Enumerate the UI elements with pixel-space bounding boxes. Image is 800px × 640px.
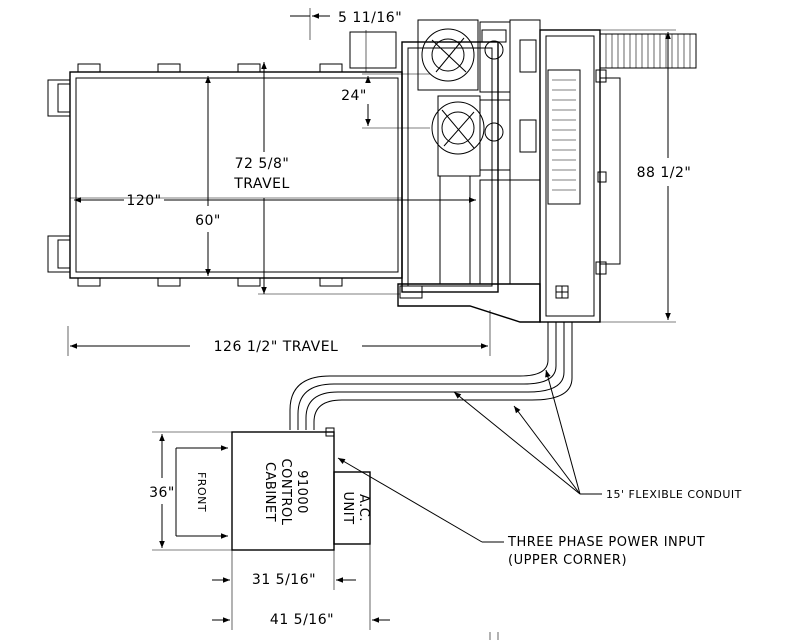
- y-travel-dimension: [258, 62, 400, 295]
- conveyor-assembly: [539, 29, 697, 323]
- flexible-conduit: [289, 322, 573, 430]
- cabinet-depth-label: 36": [149, 485, 175, 501]
- table-length-label: 120": [126, 193, 161, 209]
- cabinet-depth-dimension: [152, 431, 232, 551]
- offset-dimension: [290, 8, 367, 72]
- cabinet-label-line2: CONTROL: [278, 459, 293, 526]
- y-travel-value: 72 5/8": [235, 156, 290, 172]
- overall-cabinet-width-dimension: [212, 544, 390, 630]
- gantry-assembly: [349, 19, 541, 323]
- spacing-dimension: [362, 73, 430, 129]
- overall-cabinet-width-label: 41 5/16": [270, 612, 334, 628]
- power-label-line1: THREE PHASE POWER INPUT: [507, 535, 705, 550]
- cabinet-width-label: 31 5/16": [252, 572, 316, 588]
- power-callout-leader: [337, 457, 504, 543]
- ac-unit-label-line2: UNIT: [340, 491, 355, 524]
- cabinet-label-line1: 91000: [294, 470, 309, 514]
- front-label: FRONT: [195, 472, 208, 512]
- x-travel-label: 126 1/2" TRAVEL: [214, 339, 339, 355]
- ac-unit: [333, 471, 371, 545]
- cabinet-label-line3: CABINET: [262, 462, 277, 522]
- conduit-label: 15' FLEXIBLE CONDUIT: [606, 488, 742, 501]
- spacing-dimension-label: 24": [341, 88, 367, 104]
- power-label-line2: (UPPER CORNER): [508, 553, 627, 568]
- cabinet-width-dimension: [212, 550, 356, 630]
- x-travel-dimension: [67, 310, 491, 356]
- overall-depth-label: 88 1/2": [637, 165, 692, 181]
- y-travel-word: TRAVEL: [233, 176, 290, 192]
- conduit-callout-leaders: [453, 369, 602, 495]
- ac-unit-label-line1: A.C.: [356, 494, 371, 522]
- table-width-label: 60": [195, 213, 221, 229]
- overall-depth-dimension: [600, 29, 676, 323]
- front-indicator: [175, 445, 228, 539]
- offset-dimension-label: 5 11/16": [338, 10, 402, 26]
